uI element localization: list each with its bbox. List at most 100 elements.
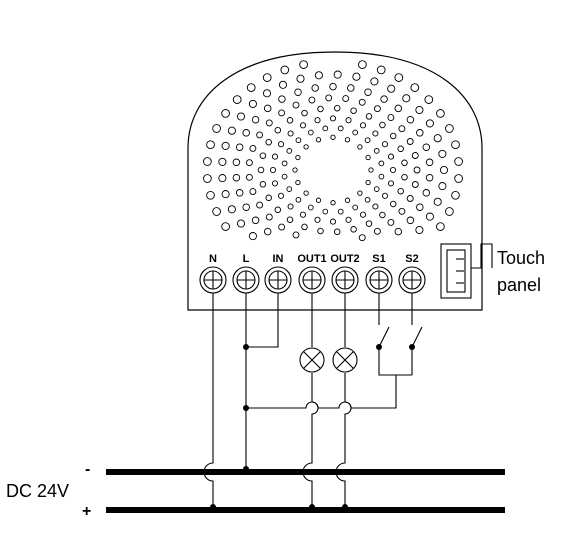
vent-hole bbox=[314, 216, 321, 223]
vent-hole bbox=[342, 95, 350, 103]
wire-n bbox=[203, 293, 214, 507]
vent-hole bbox=[357, 144, 363, 150]
vent-hole bbox=[278, 80, 288, 89]
vent-hole bbox=[358, 60, 367, 69]
vent-hole bbox=[303, 144, 309, 150]
vent-hole bbox=[415, 225, 424, 235]
vent-hole bbox=[322, 125, 329, 132]
vent-hole bbox=[368, 167, 374, 173]
vent-hole bbox=[235, 143, 244, 151]
vent-hole bbox=[262, 73, 272, 82]
vent-hole bbox=[249, 144, 257, 152]
vent-hole bbox=[372, 130, 379, 137]
vent-hole bbox=[365, 113, 373, 120]
vent-hole bbox=[325, 94, 333, 102]
vent-hole bbox=[294, 88, 302, 96]
wire-in bbox=[246, 293, 279, 348]
vent-hole bbox=[232, 158, 241, 167]
vent-hole bbox=[311, 84, 319, 92]
vent-hole bbox=[394, 104, 403, 113]
vent-hole bbox=[389, 166, 397, 174]
vent-hole bbox=[301, 109, 308, 117]
vent-hole bbox=[235, 189, 244, 197]
vent-hole bbox=[314, 71, 323, 80]
terminal-label-in: IN bbox=[273, 253, 284, 265]
vent-hole bbox=[317, 227, 324, 235]
vent-hole bbox=[387, 180, 395, 187]
vent-hole bbox=[232, 95, 242, 104]
vent-hole bbox=[445, 124, 454, 133]
vent-hole bbox=[265, 194, 272, 202]
terminal-screw-s1 bbox=[365, 266, 393, 294]
vent-hole bbox=[333, 228, 341, 236]
vent-hole bbox=[413, 166, 421, 174]
vent-hole bbox=[248, 99, 257, 108]
vent-hole bbox=[278, 223, 286, 231]
vent-hole bbox=[295, 137, 302, 144]
vent-hole bbox=[330, 200, 336, 206]
vent-hole bbox=[299, 122, 307, 129]
vent-hole bbox=[380, 95, 388, 103]
vent-hole bbox=[352, 204, 359, 211]
vent-hole bbox=[370, 77, 379, 86]
vent-hole bbox=[364, 137, 371, 144]
touch-panel-connector bbox=[440, 243, 493, 299]
vent-hole bbox=[406, 216, 415, 225]
vent-hole bbox=[410, 83, 420, 92]
vent-hole bbox=[221, 141, 230, 150]
vent-hole bbox=[317, 105, 324, 113]
vent-hole bbox=[307, 204, 314, 211]
vent-hole bbox=[364, 88, 372, 96]
vent-hole bbox=[287, 203, 294, 210]
vent-hole bbox=[394, 227, 403, 236]
vent-hole bbox=[398, 207, 406, 215]
vent-hole bbox=[422, 143, 431, 151]
terminal-screw-s2 bbox=[398, 266, 426, 294]
vent-hole bbox=[263, 104, 272, 113]
vent-hole bbox=[274, 126, 282, 134]
vent-hole bbox=[299, 211, 307, 218]
vent-hole bbox=[221, 109, 230, 118]
vent-hole bbox=[218, 174, 227, 183]
vent-hole bbox=[286, 216, 294, 223]
vent-hole bbox=[259, 152, 267, 159]
terminal-label-s2: S2 bbox=[405, 253, 418, 265]
junction-dot bbox=[309, 504, 315, 510]
junction-dot bbox=[243, 466, 249, 472]
vent-hole bbox=[329, 218, 337, 225]
vent-hole bbox=[352, 72, 361, 81]
junction-dot bbox=[243, 405, 249, 411]
terminal-label-out1: OUT1 bbox=[297, 253, 326, 265]
terminal-screw-out1 bbox=[298, 266, 326, 294]
vent-hole bbox=[389, 132, 397, 140]
vent-hole bbox=[387, 84, 396, 93]
vent-hole bbox=[344, 137, 351, 143]
vent-hole bbox=[251, 115, 260, 124]
vent-hole bbox=[381, 141, 389, 148]
vent-hole bbox=[365, 154, 371, 161]
vent-hole bbox=[287, 130, 294, 137]
touch-panel-label-line2: panel bbox=[497, 275, 541, 295]
vent-hole bbox=[397, 187, 404, 195]
vent-hole bbox=[246, 83, 256, 92]
vent-hole bbox=[425, 212, 434, 221]
switch-s2 bbox=[411, 293, 423, 375]
vent-hole bbox=[218, 157, 227, 166]
vent-hole bbox=[406, 195, 414, 202]
vent-hole bbox=[277, 192, 285, 199]
vent-hole bbox=[416, 129, 424, 137]
terminal-label-n: N bbox=[209, 253, 217, 265]
vent-hole bbox=[344, 197, 351, 203]
vent-hole bbox=[352, 129, 359, 136]
vent-hole bbox=[299, 60, 308, 69]
vent-hole bbox=[206, 140, 215, 150]
vent-hole bbox=[406, 138, 414, 145]
vent-hole bbox=[307, 129, 314, 136]
vent-hole bbox=[439, 165, 449, 175]
vent-hole bbox=[277, 141, 285, 148]
vent-hole bbox=[402, 94, 411, 103]
vent-hole bbox=[401, 159, 408, 167]
vent-hole bbox=[389, 200, 397, 208]
vent-hole bbox=[257, 166, 265, 174]
vent-hole bbox=[227, 205, 236, 214]
